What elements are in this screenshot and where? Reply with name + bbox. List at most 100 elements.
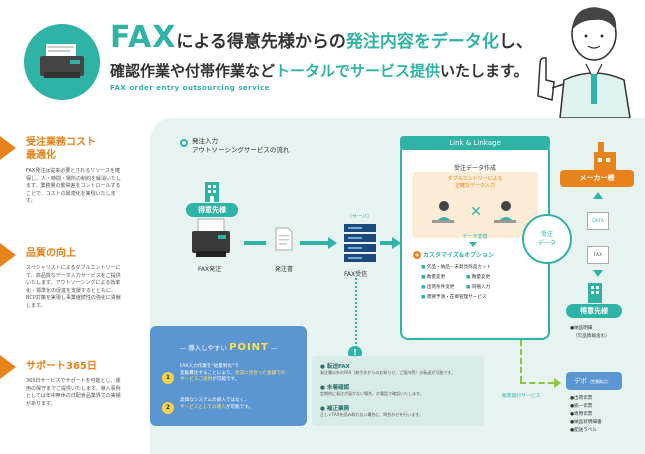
- main-title: FAXによる得意先様からの発注内容をデータ化し、: [110, 20, 533, 55]
- option-3-head: 補正業務: [326, 406, 350, 412]
- left-body-cost: FAX発注は従来必要とされるリソースを確保し、人・時間・場所の制約を解消いたしま…: [26, 168, 122, 204]
- custom-item-5-text: 同梱入力: [471, 285, 491, 290]
- check-icon: ■: [421, 275, 426, 280]
- flow-arrow-2: [328, 237, 337, 249]
- point-title: — 導入しやすい POINT —: [150, 342, 307, 353]
- server-label: （サーバ）: [347, 214, 372, 220]
- options-box: [312, 356, 484, 426]
- flow-title-line2: アウトソーシングサービスの流れ: [192, 146, 290, 154]
- convert-arrow-icon: [469, 242, 477, 247]
- flow-title: 発注入力 アウトソーシングサービスの流れ: [192, 137, 289, 155]
- option-1-head: 転送FAX: [326, 364, 350, 370]
- check-icon: ■: [466, 285, 471, 290]
- service-connector-v: [520, 340, 522, 382]
- point-title-post: —: [270, 344, 278, 352]
- plus-icon: +: [413, 251, 421, 259]
- depot-item-2: ●統一伝票: [570, 404, 593, 409]
- custom-item-5: ■ 同梱入力: [466, 284, 490, 290]
- depot-sub: （営業拠点）: [587, 379, 611, 384]
- left-arrow-2: [0, 243, 16, 267]
- point-number-1: 1: [162, 372, 174, 384]
- depot-item-5: ●配送ラベル: [570, 428, 597, 433]
- left-heading-quality: 品質の向上: [26, 248, 76, 259]
- flow-arrow-3: [392, 237, 401, 249]
- left-arrow-3: [0, 355, 16, 379]
- custom-item-4-text: 出荷条件変更: [426, 285, 455, 290]
- data-conversion-label: データ変換: [462, 234, 488, 240]
- point-text-1-hl2: サービスご提供: [180, 377, 213, 382]
- check-icon: ■: [421, 265, 426, 270]
- point-text-1-tail: が可能です。: [212, 377, 240, 382]
- client-detail-1: ●納品明細: [570, 326, 593, 331]
- title-fax: FAX: [110, 20, 177, 55]
- order-doc-label: 発注書: [275, 266, 294, 273]
- order-data-line2: データ: [537, 240, 556, 247]
- custom-item-3: ■ 数量変更: [466, 274, 490, 280]
- title-line2-part2: いたします。: [440, 62, 529, 80]
- custom-item-1-text: 欠品・納品・未発見商品カット: [426, 265, 492, 270]
- option-1: ● 転送FAX 発注書以外のFAX（取引先からのお知らせ、ご案内等）の転送が可能…: [320, 362, 455, 376]
- svg-text:✕: ✕: [470, 204, 482, 220]
- left-body-quality: スペシャリストによるダブルエントリーにて、高品質なデータ入力サービスをご提供いた…: [26, 265, 121, 309]
- point-text-2-a: 高価なシステムの導入ではなく、: [180, 398, 249, 403]
- flow-bullet-icon: [180, 139, 188, 147]
- document-service-label: 帳票発行サービス: [502, 394, 541, 399]
- option-bullet-icon: ●: [320, 406, 325, 412]
- custom-item-4: ■ 出荷条件変更: [421, 284, 454, 290]
- order-data-circle: 受注 データ: [522, 214, 572, 264]
- data-tag: DATA: [587, 212, 609, 230]
- option-2: ● 未着確認 定期的に発注が届かない場合、お電話で確認いたします。: [320, 383, 424, 397]
- depot-label: デポ: [574, 377, 587, 385]
- building-icon: [205, 182, 219, 202]
- fax-receive-label: FAX受信: [344, 271, 368, 278]
- title-em1: 発注内容をデータ化: [345, 32, 499, 52]
- check-icon: ■: [421, 285, 426, 290]
- title-line2-em: トータルでサービス提供: [275, 62, 441, 80]
- service-connector-h: [520, 382, 554, 384]
- title-line2-part1: 確認作業や付帯作業など: [110, 62, 276, 80]
- title-part2: し、: [498, 32, 533, 52]
- left-heading-support: サポート365日: [26, 361, 97, 372]
- option-bullet-icon: ●: [320, 364, 325, 370]
- client-pill-right: 得意先様: [566, 304, 622, 318]
- double-entry-line2: 正確なデータ入力: [454, 183, 495, 189]
- option-1-desc: 発注書以外のFAX（取引先からのお知らせ、ご案内等）の転送が可能です。: [320, 370, 455, 375]
- english-subtitle: FAX order entry outsourcing service: [110, 84, 270, 92]
- flow-bar-2: [300, 241, 328, 245]
- point-text-1: FAX入力作業を"従量制化"で 変動費化することにより、状況に見合った金額での …: [180, 364, 288, 384]
- point-text-1-hl: 状況に見合った金額での: [234, 370, 286, 376]
- left-arrow-1: [0, 136, 16, 160]
- option-3: ● 補正業務 正しくFAXを読み取れない場合に、問合わせを行います。: [320, 404, 423, 418]
- option-2-desc: 定期的に発注が届かない場合、お電話で確認いたします。: [320, 391, 424, 396]
- client-pill-left: 得意先様: [186, 203, 238, 217]
- main-title-line2: 確認作業や付帯作業などトータルでサービス提供いたします。: [110, 60, 529, 81]
- point-text-1-a: FAX入力作業を"従量制化"で: [180, 364, 239, 369]
- fax-tag-visible: FAX: [587, 246, 609, 264]
- left-heading-cost-line2: 最適化: [26, 150, 56, 161]
- server-icon: [344, 224, 376, 262]
- fax-machine-icon: [192, 218, 230, 257]
- businessman-illustration: [537, 7, 631, 118]
- dashed-connector: [355, 278, 357, 348]
- option-bullet-icon: ●: [320, 385, 325, 391]
- flow-bar-1: [244, 241, 266, 245]
- custom-item-1: ■ 欠品・納品・未発見商品カット: [421, 264, 491, 270]
- link-linkage-title: Link & Linkage: [400, 136, 550, 150]
- fax-arrow-down: [593, 270, 603, 277]
- fax-machine-icon: [40, 44, 84, 78]
- double-entry-text: ダブルエントリーによる 正確なデータ入力: [412, 176, 538, 190]
- depot-item-4: ●納品状明細書: [570, 420, 602, 425]
- document-icon: [275, 227, 293, 251]
- option-2-head: 未着確認: [326, 385, 350, 391]
- depot-box: デポ（営業拠点）: [566, 372, 622, 390]
- custom-item-3-text: 数量変更: [471, 275, 491, 280]
- title-part1: による得意先様からの: [176, 32, 346, 52]
- depot-item-1: ●出荷伝票: [570, 396, 593, 401]
- point-text-2: 高価なシステムの導入ではなく、 サービスとしての導入が可能です。: [180, 398, 288, 411]
- order-data-line1: 受注: [540, 231, 553, 238]
- customize-heading: +カスタマイズ&オプション: [413, 250, 494, 259]
- fax-header-icon-circle: [24, 24, 100, 100]
- point-text-2-hl: サービスとしての導入: [180, 404, 226, 410]
- point-text-1-b: 変動費化することにより、: [180, 370, 235, 376]
- custom-item-2: ■ 数量変更: [421, 274, 445, 280]
